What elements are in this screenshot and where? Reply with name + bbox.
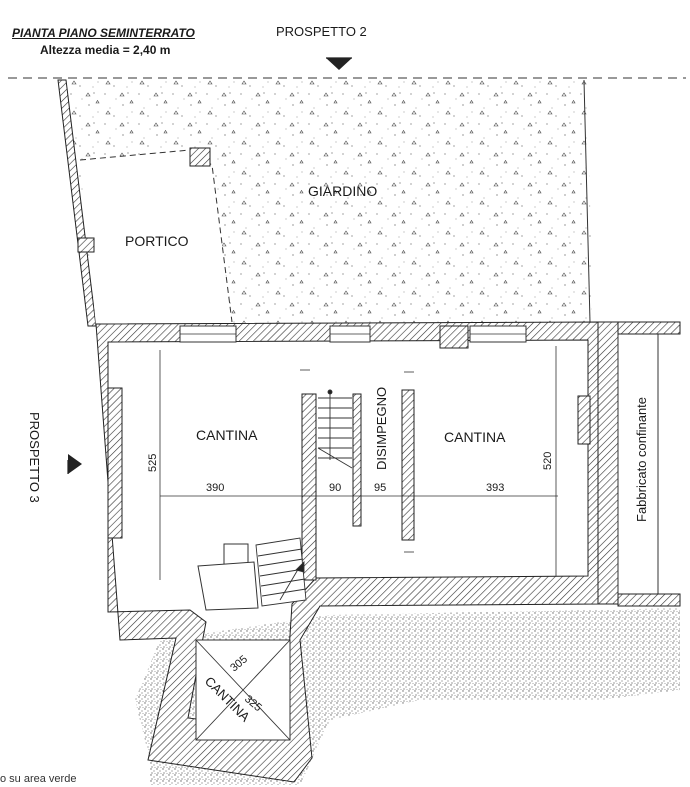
dim-525: 525 <box>147 454 159 472</box>
stair-landing <box>197 561 259 611</box>
wall-pier <box>439 325 469 349</box>
giardino-label: GIARDINO <box>308 183 377 199</box>
cantina-right-label: CANTINA <box>444 429 506 445</box>
neighbor-wall <box>597 321 619 605</box>
neighbor-building <box>617 321 659 605</box>
diagonal <box>195 639 291 741</box>
neighbor-wall-top <box>617 321 681 335</box>
portico-pillar <box>189 147 211 167</box>
neighbor-wall-bottom <box>617 593 681 607</box>
dim-390: 390 <box>206 482 224 494</box>
portico-pillar-left <box>77 237 95 253</box>
staircase <box>317 389 353 469</box>
portico-label: PORTICO <box>125 233 189 249</box>
section-arrow-prospetto-3 <box>67 454 82 474</box>
footer-note: o su area verde <box>0 773 77 785</box>
lower-staircase <box>255 537 307 607</box>
dim-520: 520 <box>542 452 554 470</box>
portico-area <box>80 150 232 326</box>
partition-wall-left <box>301 393 317 581</box>
garden-right-boundary <box>583 79 591 323</box>
plan-title: PIANTA PIANO SEMINTERRATO <box>12 26 195 40</box>
wall-pier <box>577 395 591 445</box>
dim-95: 95 <box>374 482 386 494</box>
dim-393: 393 <box>486 482 504 494</box>
fabbricato-label: Fabbricato confinante <box>634 397 649 522</box>
partition-wall-right <box>401 389 415 541</box>
prospetto-3-label: PROSPETTO 3 <box>27 412 42 503</box>
prospetto-2-label: PROSPETTO 2 <box>276 24 367 39</box>
partition-wall-mid <box>352 393 362 527</box>
cantina-left-label: CANTINA <box>196 427 258 443</box>
section-arrow-prospetto-2 <box>326 57 352 70</box>
dim-90: 90 <box>329 482 341 494</box>
disimpegno-label: DISIMPEGNO <box>374 387 389 470</box>
plan-subtitle: Altezza media = 2,40 m <box>40 43 171 57</box>
dimension-lines <box>159 346 558 580</box>
wall-pier <box>107 387 123 539</box>
